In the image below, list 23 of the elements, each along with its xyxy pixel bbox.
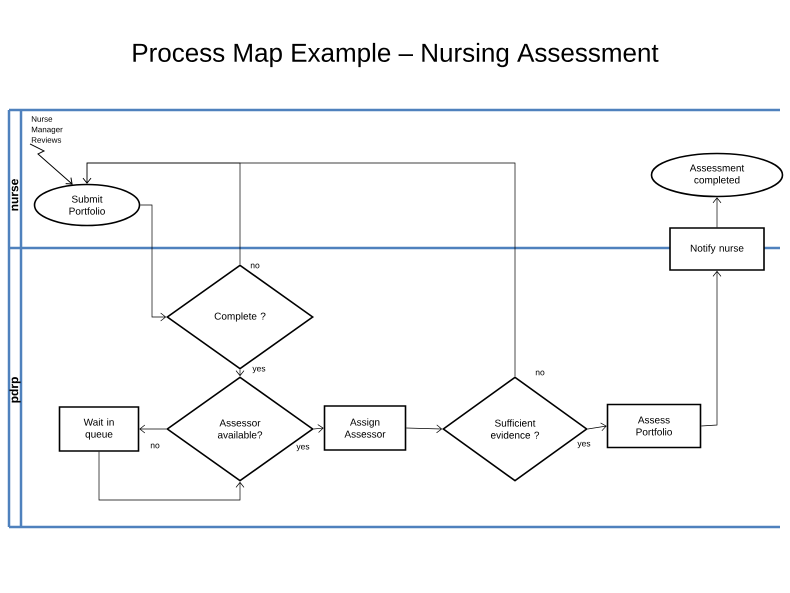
lightning-arrow <box>30 143 73 184</box>
arrow <box>140 204 166 322</box>
process-box: Wait in queue <box>58 406 140 452</box>
arrow <box>98 451 244 500</box>
arrow <box>82 162 516 377</box>
arrow <box>700 270 722 426</box>
lane-label: nurse <box>12 179 18 211</box>
edge-label: no <box>149 442 161 450</box>
arrow <box>587 422 607 432</box>
title: Process Map Example – Nursing Assessment <box>133 42 658 68</box>
process-box: Assess Portfolio <box>606 404 702 448</box>
process-box: Notify nurse <box>669 227 765 271</box>
lane-label: pdrp <box>9 377 21 403</box>
edge-label: yes <box>295 444 311 452</box>
arrow <box>236 369 244 376</box>
arrow <box>406 424 442 434</box>
annotation-text: Nurse Manager Reviews <box>32 116 63 143</box>
arrow <box>712 197 722 228</box>
edge-label: no <box>249 262 261 270</box>
arrow <box>139 424 167 434</box>
arrow <box>313 424 324 433</box>
process-box: Assign Assessor <box>324 405 406 451</box>
edge-label: no <box>534 370 546 376</box>
